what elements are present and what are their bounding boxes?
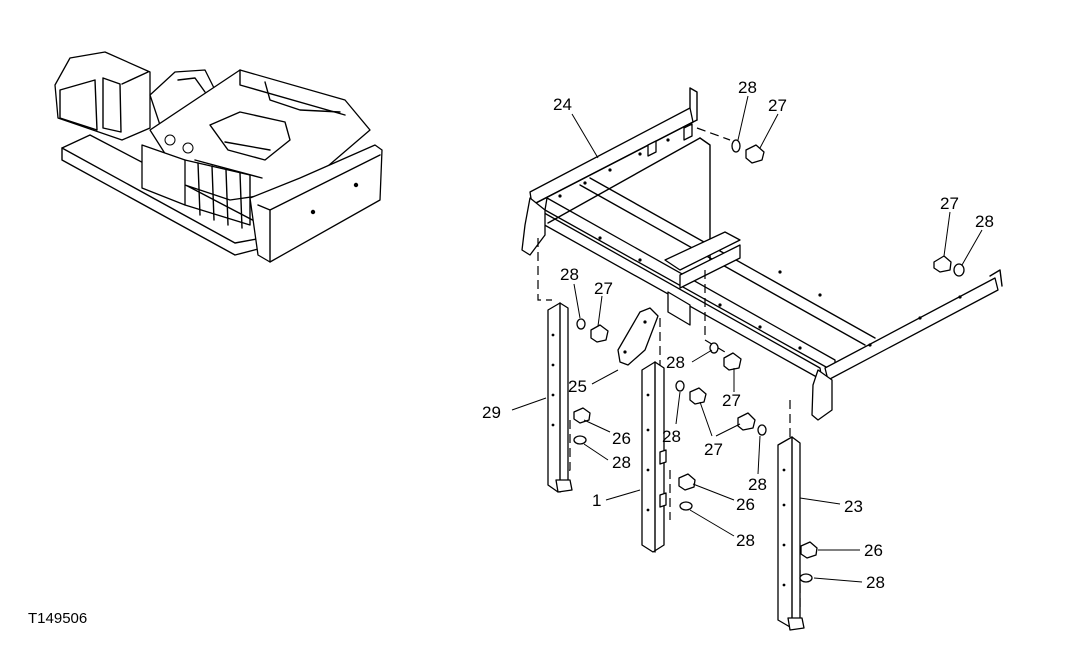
leader-lines bbox=[511, 95, 983, 583]
callout-28: 28 bbox=[748, 475, 767, 494]
callout-28: 28 bbox=[666, 353, 685, 372]
callout-25: 25 bbox=[568, 377, 587, 396]
hardware-fasteners bbox=[573, 139, 965, 583]
callout-27: 27 bbox=[704, 440, 723, 459]
main-frame-24 bbox=[521, 87, 1003, 421]
callout-28: 28 bbox=[738, 78, 757, 97]
callout-27: 27 bbox=[594, 279, 613, 298]
excavator-location-thumbnail bbox=[54, 51, 383, 263]
callout-1: 1 bbox=[592, 491, 601, 510]
bracket-25 bbox=[617, 307, 659, 366]
callout-28: 28 bbox=[560, 265, 579, 284]
callout-28: 28 bbox=[975, 212, 994, 231]
callout-28: 28 bbox=[866, 573, 885, 592]
post-29 bbox=[547, 302, 573, 493]
callout-26: 26 bbox=[736, 495, 755, 514]
callout-24: 24 bbox=[553, 95, 572, 114]
callout-27: 27 bbox=[768, 96, 787, 115]
post-23 bbox=[777, 436, 805, 631]
callout-26: 26 bbox=[612, 429, 631, 448]
post-1 bbox=[641, 361, 667, 553]
callout-27: 27 bbox=[722, 391, 741, 410]
callout-28: 28 bbox=[662, 427, 681, 446]
figure-id-label: T149506 bbox=[28, 610, 88, 627]
callout-28: 28 bbox=[612, 453, 631, 472]
callout-26: 26 bbox=[864, 541, 883, 560]
callout-labels: 24 28 27 27 28 28 27 28 27 25 29 28 26 2… bbox=[482, 78, 994, 592]
callout-27: 27 bbox=[940, 194, 959, 213]
callout-29: 29 bbox=[482, 403, 501, 422]
callout-28: 28 bbox=[736, 531, 755, 550]
callout-23: 23 bbox=[844, 497, 863, 516]
